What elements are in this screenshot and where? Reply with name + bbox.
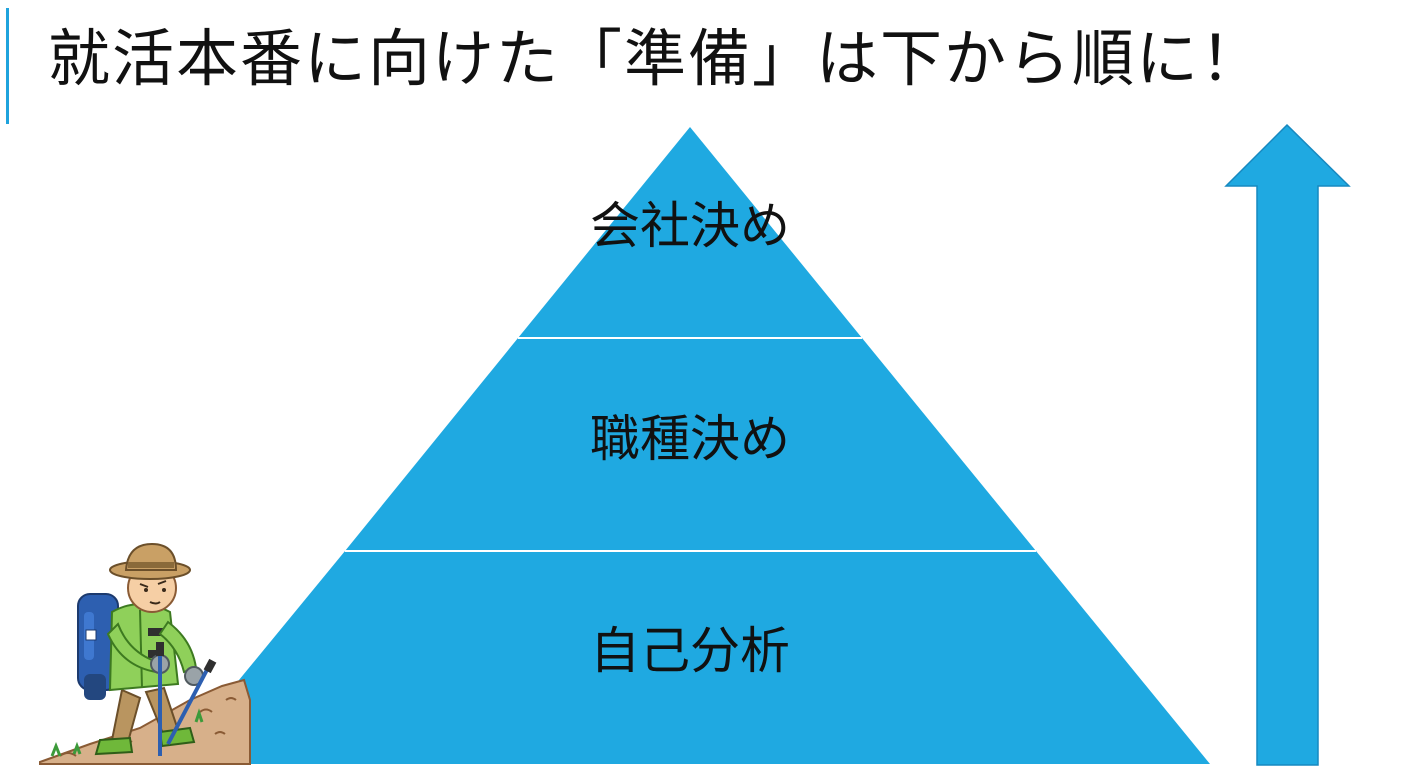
title-accent-bar bbox=[6, 8, 9, 124]
ground-slope bbox=[39, 678, 251, 765]
pyramid-level-top bbox=[518, 127, 862, 338]
pyramid: 会社決め 職種決め 自己分析 bbox=[170, 127, 1210, 764]
up-arrow-icon bbox=[1224, 123, 1351, 766]
page-title: 就活本番に向けた「準備」は下から順に！ bbox=[48, 22, 1265, 95]
level-label-company: 会社決め bbox=[590, 197, 790, 255]
level-label-self-analysis: 自己分析 bbox=[590, 622, 790, 680]
pyramid-level-bottom bbox=[170, 551, 1210, 764]
pyramid-level-middle bbox=[345, 338, 1036, 551]
hiker-illustration-icon bbox=[39, 542, 251, 765]
level-label-job-type: 職種決め bbox=[590, 410, 790, 468]
